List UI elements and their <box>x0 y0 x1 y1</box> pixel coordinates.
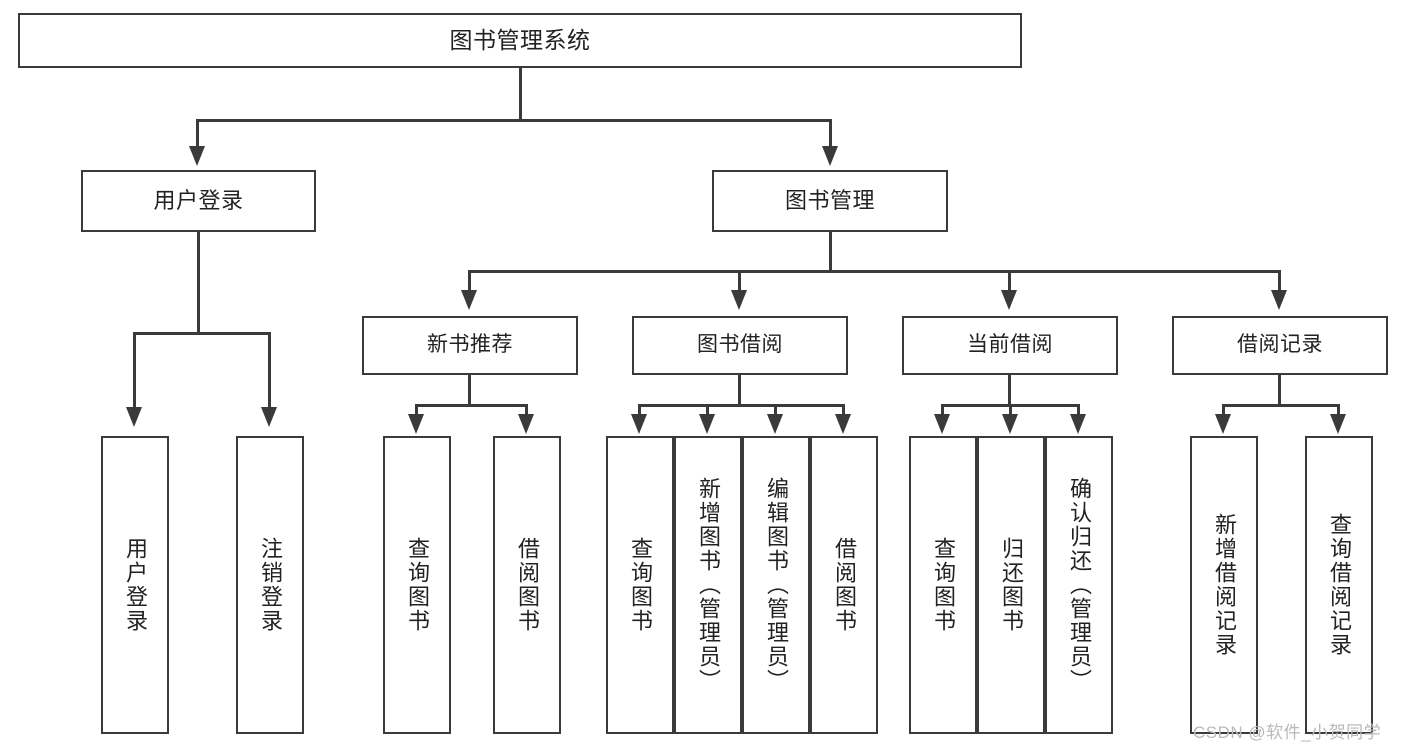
leaf-user-login[interactable]: 用户登录 <box>101 436 169 734</box>
node-label: 借阅图书 <box>831 537 857 633</box>
connector-bb-child-1 <box>638 404 641 416</box>
node-label: 图书管理系统 <box>449 27 591 54</box>
connector-level2-bus <box>196 119 832 122</box>
arrowhead-leaf-return-book <box>1002 414 1018 434</box>
node-label: 确认归还（管理员） <box>1066 477 1092 693</box>
arrowhead-book-management <box>822 146 838 166</box>
connector-cb-child-2 <box>1009 404 1012 416</box>
arrowhead-borrow-record <box>1271 290 1287 310</box>
connector-book-borrow-stem <box>738 375 741 406</box>
connector-book-borrow-bus <box>638 404 845 407</box>
connector-to-book-borrow <box>738 270 741 292</box>
leaf-edit-book-admin[interactable]: 编辑图书（管理员） <box>742 436 810 734</box>
connector-new-book-recommend-stem <box>468 375 471 406</box>
node-book-borrow[interactable]: 图书借阅 <box>632 316 848 375</box>
node-label: 查询借阅记录 <box>1326 513 1352 657</box>
node-label: 图书管理 <box>784 188 875 214</box>
node-label: 图书借阅 <box>697 333 783 357</box>
node-label: 查询图书 <box>627 537 653 633</box>
node-label: 新书推荐 <box>427 333 513 357</box>
node-book-management[interactable]: 图书管理 <box>712 170 948 232</box>
connector-user-login-bus <box>133 332 271 335</box>
node-label: 查询图书 <box>404 537 430 633</box>
connector-cb-child-1 <box>941 404 944 416</box>
leaf-add-borrow-record[interactable]: 新增借阅记录 <box>1190 436 1258 734</box>
arrowhead-leaf-borrow-book-nbr <box>518 414 534 434</box>
connector-bb-child-4 <box>842 404 845 416</box>
connector-borrow-record-bus <box>1222 404 1340 407</box>
arrowhead-current-borrow <box>1001 290 1017 310</box>
leaf-logout[interactable]: 注销登录 <box>236 436 304 734</box>
arrowhead-leaf-confirm-return <box>1070 414 1086 434</box>
node-new-book-recommend[interactable]: 新书推荐 <box>362 316 578 375</box>
node-label: 借阅记录 <box>1237 333 1323 357</box>
node-borrow-record[interactable]: 借阅记录 <box>1172 316 1388 375</box>
node-label: 新增图书（管理员） <box>695 477 721 693</box>
arrowhead-leaf-query-book-cb <box>934 414 950 434</box>
connector-br-child-1 <box>1222 404 1225 416</box>
node-user-login[interactable]: 用户登录 <box>81 170 316 232</box>
leaf-query-borrow-record[interactable]: 查询借阅记录 <box>1305 436 1373 734</box>
leaf-query-book-borrow[interactable]: 查询图书 <box>606 436 674 734</box>
arrowhead-leaf-query-book-bb <box>631 414 647 434</box>
node-label: 归还图书 <box>998 537 1024 633</box>
connector-to-new-book-recommend <box>468 270 471 292</box>
connector-bb-child-3 <box>774 404 777 416</box>
leaf-borrow-book[interactable]: 借阅图书 <box>810 436 878 734</box>
connector-cb-child-3 <box>1077 404 1080 416</box>
arrowhead-leaf-user-login <box>126 407 142 427</box>
arrowhead-leaf-add-book <box>699 414 715 434</box>
connector-user-login-stem <box>197 232 200 333</box>
arrowhead-book-borrow <box>731 290 747 310</box>
connector-to-user-login <box>196 119 199 149</box>
connector-level3-bus <box>468 270 1281 273</box>
arrowhead-leaf-logout <box>261 407 277 427</box>
connector-to-book-management <box>829 119 832 149</box>
connector-br-child-2 <box>1337 404 1340 416</box>
node-current-borrow[interactable]: 当前借阅 <box>902 316 1118 375</box>
leaf-query-book-recommend[interactable]: 查询图书 <box>383 436 451 734</box>
node-label: 借阅图书 <box>514 537 540 633</box>
connector-root-stem <box>519 68 522 120</box>
leaf-return-book[interactable]: 归还图书 <box>977 436 1045 734</box>
connector-user-login-child-1 <box>133 332 136 410</box>
arrowhead-new-book-recommend <box>461 290 477 310</box>
leaf-add-book-admin[interactable]: 新增图书（管理员） <box>674 436 742 734</box>
connector-nbr-child-1 <box>415 404 418 416</box>
connector-to-current-borrow <box>1008 270 1011 292</box>
leaf-borrow-book-recommend[interactable]: 借阅图书 <box>493 436 561 734</box>
node-label: 编辑图书（管理员） <box>763 477 789 693</box>
arrowhead-leaf-query-record <box>1330 414 1346 434</box>
connector-nbr-child-2 <box>525 404 528 416</box>
connector-book-management-stem <box>829 232 832 272</box>
connector-new-book-recommend-bus <box>415 404 528 407</box>
node-label: 用户登录 <box>122 537 148 633</box>
node-label: 注销登录 <box>257 537 283 633</box>
node-label: 当前借阅 <box>967 333 1053 357</box>
leaf-query-book-current[interactable]: 查询图书 <box>909 436 977 734</box>
arrowhead-leaf-borrow-book-bb <box>835 414 851 434</box>
node-book-management-system[interactable]: 图书管理系统 <box>18 13 1022 68</box>
node-label: 用户登录 <box>153 188 244 214</box>
connector-bb-child-2 <box>706 404 709 416</box>
connector-borrow-record-stem <box>1278 375 1281 406</box>
connector-current-borrow-stem <box>1008 375 1011 406</box>
node-label: 新增借阅记录 <box>1211 513 1237 657</box>
arrowhead-leaf-edit-book <box>767 414 783 434</box>
arrowhead-user-login <box>189 146 205 166</box>
node-label: 查询图书 <box>930 537 956 633</box>
arrowhead-leaf-add-record <box>1215 414 1231 434</box>
leaf-confirm-return-admin[interactable]: 确认归还（管理员） <box>1045 436 1113 734</box>
arrowhead-leaf-query-book-nbr <box>408 414 424 434</box>
connector-user-login-child-2 <box>268 332 271 410</box>
connector-to-borrow-record <box>1278 270 1281 292</box>
